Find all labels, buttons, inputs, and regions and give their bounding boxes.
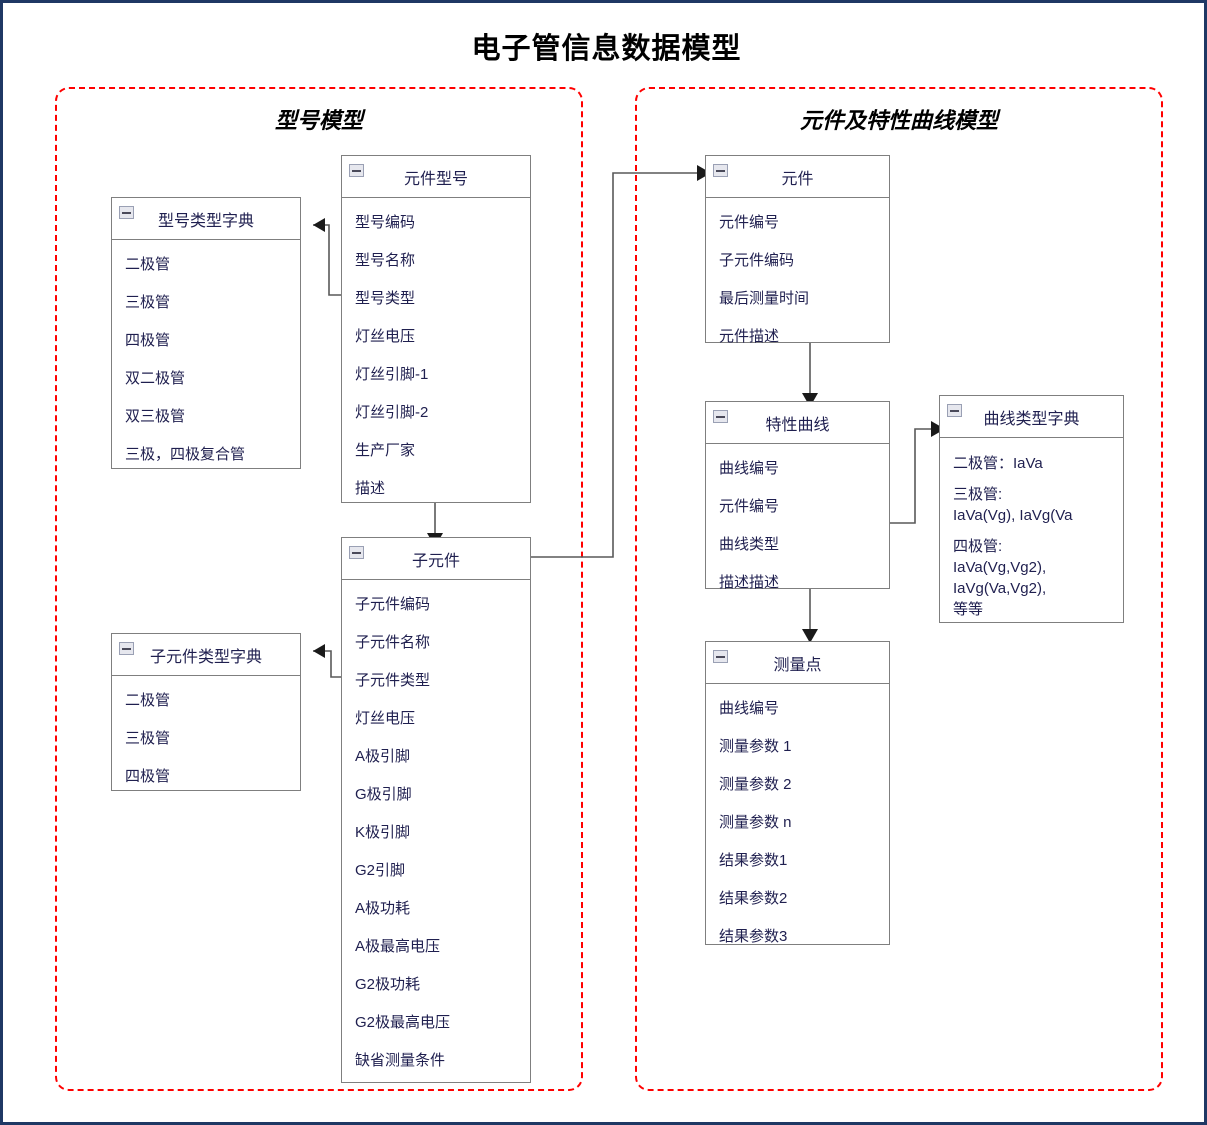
- field-row: 灯丝引脚-1: [355, 366, 429, 383]
- connector-sub-to-component: [531, 161, 721, 565]
- field-row: 结果参数3: [719, 928, 788, 945]
- field-row: 元件描述: [719, 328, 780, 345]
- field-row: G2引脚: [355, 862, 406, 879]
- entity-title: 子元件: [411, 552, 460, 570]
- entity-body: 二极管：IaVa 三极管: IaVa(Vg), IaVg(Va 四极管: IaV…: [940, 438, 1123, 631]
- field-row: 子元件编码: [355, 596, 431, 613]
- connector-curve-to-measure: [798, 581, 822, 647]
- field-row: 结果参数1: [719, 852, 788, 869]
- connector-component-to-curve: [798, 333, 822, 411]
- field-row: 二极管: [125, 692, 171, 709]
- field-row: 子元件名称: [355, 634, 431, 651]
- entity-model-type-dict[interactable]: 型号类型字典 二极管 三极管 四极管 双二极管 双三极管 三极，四极复合管: [111, 197, 301, 469]
- entity-sub-component[interactable]: 子元件 子元件编码 子元件名称 子元件类型 灯丝电压 A极引脚 G极引脚 K极引…: [341, 537, 531, 1083]
- entity-component-model[interactable]: 元件型号 型号编码 型号名称 型号类型 灯丝电压 灯丝引脚-1 灯丝引脚-2 生…: [341, 155, 531, 503]
- connector-curve-type-dict: [883, 415, 951, 535]
- field-row: 四极管: [125, 332, 171, 349]
- entity-measure-point[interactable]: 测量点 曲线编号 测量参数 1 测量参数 2 测量参数 n 结果参数1 结果参数…: [705, 641, 890, 945]
- field-row: A极引脚: [355, 748, 411, 765]
- field-row: 型号名称: [355, 252, 416, 269]
- entity-header: 特性曲线: [706, 402, 889, 444]
- entity-title: 测量点: [773, 656, 822, 674]
- field-row: 最后测量时间: [719, 290, 810, 307]
- field-row: 子元件类型: [355, 672, 431, 689]
- entity-characteristic-curve[interactable]: 特性曲线 曲线编号 元件编号 曲线类型 描述描述: [705, 401, 890, 591]
- entity-header: 测量点: [706, 642, 889, 684]
- collapse-icon[interactable]: [713, 650, 728, 663]
- field-row: 灯丝电压: [355, 328, 416, 345]
- field-row: 元件编号: [719, 214, 780, 231]
- field-row: 灯丝引脚-2: [355, 404, 429, 421]
- entity-header: 曲线类型字典: [940, 396, 1123, 438]
- entity-title: 元件型号: [403, 170, 468, 188]
- entity-body: 二极管 三极管 四极管: [112, 676, 300, 802]
- field-row: K极引脚: [355, 824, 411, 841]
- entity-title: 曲线类型字典: [983, 410, 1080, 428]
- field-row: 描述: [355, 480, 386, 497]
- entity-header: 元件: [706, 156, 889, 198]
- page-title: 电子管信息数据模型: [471, 33, 742, 65]
- entity-curve-type-dict[interactable]: 曲线类型字典 二极管：IaVa 三极管: IaVa(Vg), IaVg(Va 四…: [939, 395, 1124, 623]
- field-row: 描述描述: [719, 574, 780, 591]
- collapse-icon[interactable]: [713, 410, 728, 423]
- field-row: 子元件编码: [719, 252, 795, 269]
- entity-body: 元件编号 子元件编码 最后测量时间 元件描述: [706, 198, 889, 362]
- field-row: A极功耗: [355, 900, 411, 917]
- collapse-icon[interactable]: [713, 164, 728, 177]
- entity-header: 子元件类型字典: [112, 634, 300, 676]
- field-row: 曲线编号: [719, 700, 780, 717]
- collapse-icon[interactable]: [947, 404, 962, 417]
- field-row: 生产厂家: [355, 442, 416, 459]
- entity-body: 曲线编号 元件编号 曲线类型 描述描述: [706, 444, 889, 608]
- group-label-model: 型号模型: [274, 108, 363, 133]
- field-row: 三极，四极复合管: [125, 446, 246, 463]
- field-row: A极最高电压: [355, 938, 441, 955]
- field-row: 二极管: [125, 256, 171, 273]
- field-row: 双二极管: [125, 370, 186, 387]
- field-row: 曲线类型: [719, 536, 780, 553]
- field-row: 三极管: IaVa(Vg), IaVg(Va: [953, 486, 1073, 524]
- entity-body: 子元件编码 子元件名称 子元件类型 灯丝电压 A极引脚 G极引脚 K极引脚 G2…: [342, 580, 530, 1086]
- field-row: 二极管：IaVa: [953, 455, 1043, 472]
- entity-header: 子元件: [342, 538, 530, 580]
- field-row: G2极功耗: [355, 976, 421, 993]
- field-row: 测量参数 n: [719, 814, 792, 831]
- collapse-icon[interactable]: [349, 164, 364, 177]
- collapse-icon[interactable]: [119, 206, 134, 219]
- group-label-component-curve: 元件及特性曲线模型: [799, 108, 998, 133]
- collapse-icon[interactable]: [119, 642, 134, 655]
- entity-body: 型号编码 型号名称 型号类型 灯丝电压 灯丝引脚-1 灯丝引脚-2 生产厂家 描…: [342, 198, 530, 514]
- entity-header: 元件型号: [342, 156, 530, 198]
- field-row: G极引脚: [355, 786, 412, 803]
- entity-title: 子元件类型字典: [149, 648, 262, 666]
- entity-sub-component-type-dict[interactable]: 子元件类型字典 二极管 三极管 四极管: [111, 633, 301, 791]
- field-row: 测量参数 2: [719, 776, 792, 793]
- field-row: 型号类型: [355, 290, 416, 307]
- field-row: 结果参数2: [719, 890, 788, 907]
- entity-body: 曲线编号 测量参数 1 测量参数 2 测量参数 n 结果参数1 结果参数2 结果…: [706, 684, 889, 962]
- entity-body: 二极管 三极管 四极管 双二极管 双三极管 三极，四极复合管: [112, 240, 300, 480]
- field-row: 三极管: [125, 294, 171, 311]
- entity-title: 特性曲线: [765, 416, 830, 434]
- entity-title: 元件: [781, 170, 814, 188]
- field-row: 四极管: IaVa(Vg,Vg2), IaVg(Va,Vg2), 等等: [953, 538, 1047, 618]
- field-row: G2极最高电压: [355, 1014, 451, 1031]
- field-row: 缺省测量条件: [355, 1052, 446, 1069]
- entity-title: 型号类型字典: [157, 212, 254, 230]
- collapse-icon[interactable]: [349, 546, 364, 559]
- field-row: 元件编号: [719, 498, 780, 515]
- entity-component[interactable]: 元件 元件编号 子元件编码 最后测量时间 元件描述: [705, 155, 890, 345]
- field-row: 型号编码: [355, 214, 416, 231]
- field-row: 灯丝电压: [355, 710, 416, 727]
- entity-header: 型号类型字典: [112, 198, 300, 240]
- group-model-model: 型号模型: [55, 87, 583, 1091]
- field-row: 曲线编号: [719, 460, 780, 477]
- field-row: 三极管: [125, 730, 171, 747]
- field-row: 测量参数 1: [719, 738, 792, 755]
- group-component-curve: 元件及特性曲线模型: [635, 87, 1163, 1091]
- field-row: 四极管: [125, 768, 171, 785]
- field-row: 双三极管: [125, 408, 186, 425]
